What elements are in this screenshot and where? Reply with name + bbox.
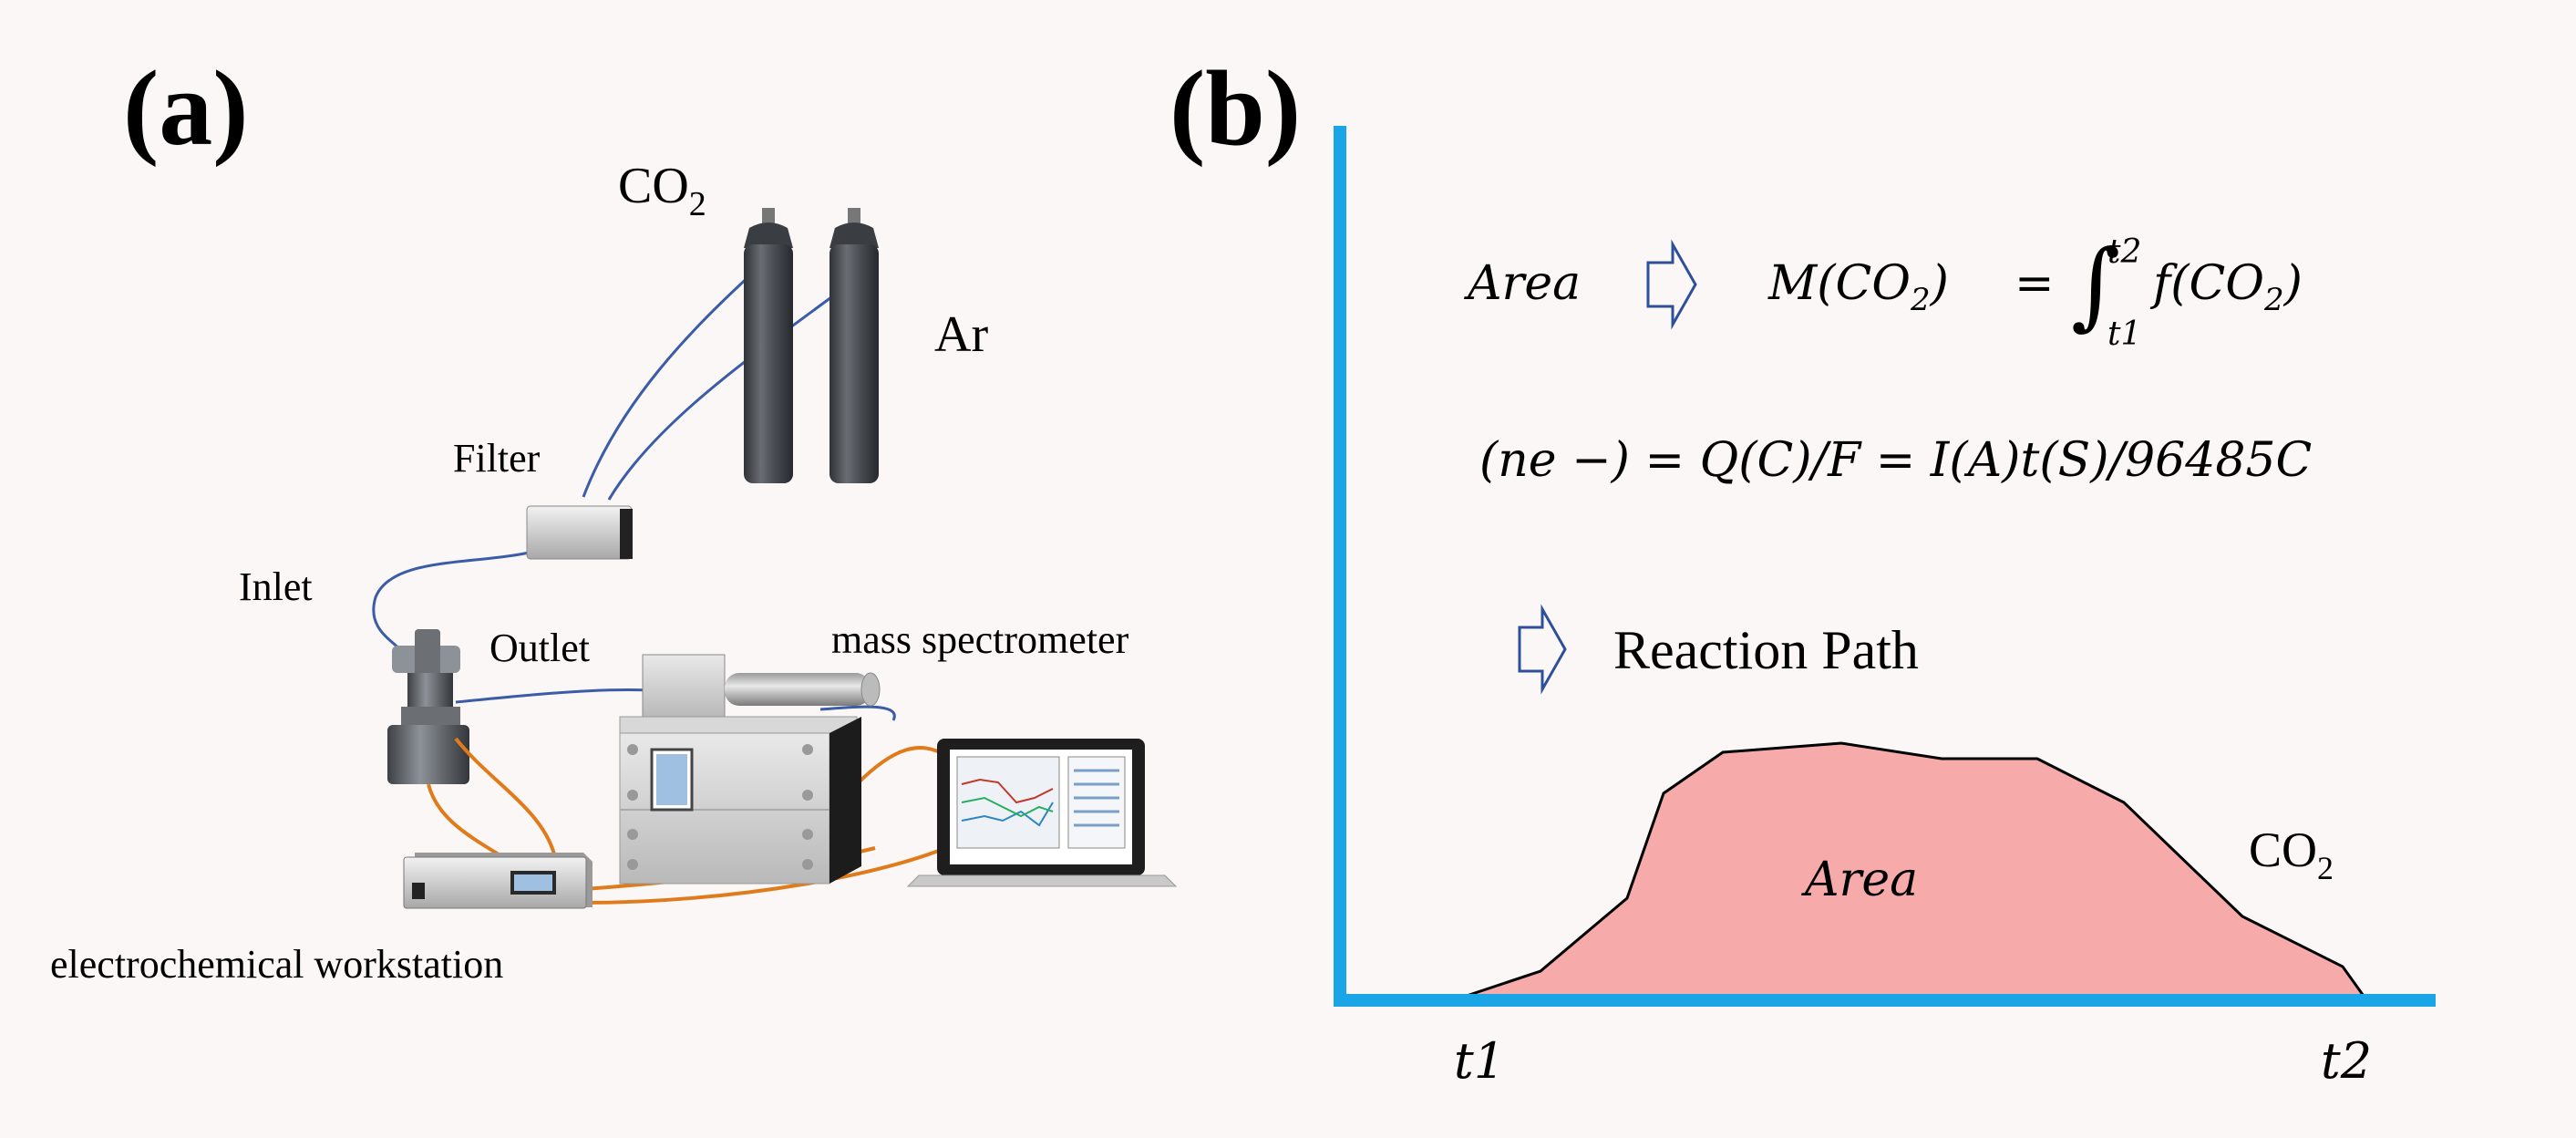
electrochemical-cell [387, 629, 469, 784]
wire-cell-ws-2 [427, 783, 512, 864]
mass-spectrometer-device [619, 654, 881, 885]
eq1-integral-icon: ∫ [2071, 229, 2120, 340]
co2-curve [1458, 741, 2367, 1000]
outlet-label: Outlet [489, 626, 590, 670]
co2-cylinder [744, 208, 793, 483]
panel-b-label: (b) [1170, 48, 1301, 168]
filter-label: Filter [453, 436, 541, 481]
wire-ms-laptop [855, 746, 950, 786]
ms-return-tube [819, 705, 896, 721]
ar-cylinder [829, 208, 879, 483]
workstation-device [403, 853, 592, 909]
eq1-area: Area [1464, 256, 1581, 311]
eq1-integrand: f(CO2) [2149, 256, 2303, 318]
x-label-t1: t1 [1454, 1032, 1505, 1090]
panel-a: (a) CO2 Ar Filter Inlet Outlet [50, 48, 1178, 987]
eq2-charge: (ne −) = Q(C)/F = I(A)t(S)/96485C [1479, 433, 2312, 488]
x-label-t2: t2 [2321, 1032, 2372, 1090]
co2-cylinder-label: CO2 [618, 158, 706, 223]
ar-cylinder-label: Ar [934, 306, 988, 363]
inlet-label: Inlet [239, 564, 313, 609]
co2-tube [582, 272, 754, 498]
co2-curve-label: CO2 [2249, 822, 2334, 886]
reaction-path-label: Reaction Path [1613, 620, 1919, 680]
laptop-device [906, 739, 1178, 887]
area-label: Area [1801, 853, 1918, 907]
mass-spectrometer-label: mass spectrometer [831, 617, 1129, 662]
eq1-lower-limit: t1 [2107, 316, 2141, 353]
inlet-tube [372, 550, 534, 662]
panel-a-label: (a) [123, 48, 249, 168]
eq1-equals: = [2014, 256, 2055, 311]
co2-area-fill [1458, 743, 2365, 998]
wire-ws-laptop [582, 837, 967, 905]
eq1-m-co2: M(CO2) [1767, 256, 1949, 318]
filter-box [526, 505, 633, 560]
ar-tube [607, 290, 840, 501]
panel-b: (b) Area M(CO2) = ∫ t2 t1 f(CO2) (ne −) … [1170, 48, 2436, 1090]
eq1-upper-limit: t2 [2107, 233, 2141, 271]
wire-cell-ws-1 [454, 737, 558, 863]
eq1-arrow-icon [1646, 239, 1697, 330]
reaction-path-arrow-icon [1518, 604, 1567, 695]
workstation-label: electrochemical workstation [50, 942, 503, 987]
